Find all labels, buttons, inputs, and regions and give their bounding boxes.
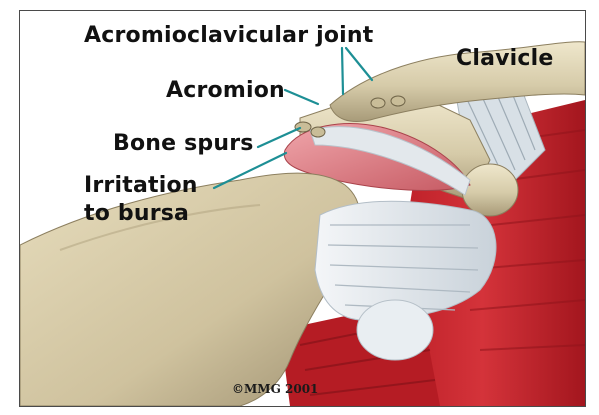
label-bone-spurs: Bone spurs xyxy=(113,133,254,155)
label-irritation-to-bursa: Irritation to bursa xyxy=(84,173,198,227)
leader-acjoint-a xyxy=(342,48,343,94)
coracoid-process xyxy=(462,164,518,216)
label-clavicle: Clavicle xyxy=(456,48,554,70)
joint-capsule xyxy=(357,300,433,360)
leader-acjoint-b xyxy=(346,48,372,80)
label-acromioclavicular-joint: Acromioclavicular joint xyxy=(84,25,374,47)
leader-acromion xyxy=(285,90,318,104)
label-irritation-line1: Irritation xyxy=(84,173,198,198)
copyright-notice: ©MMG 2001 xyxy=(232,382,318,396)
label-acromion: Acromion xyxy=(166,80,285,102)
label-irritation-line2: to bursa xyxy=(84,201,198,226)
